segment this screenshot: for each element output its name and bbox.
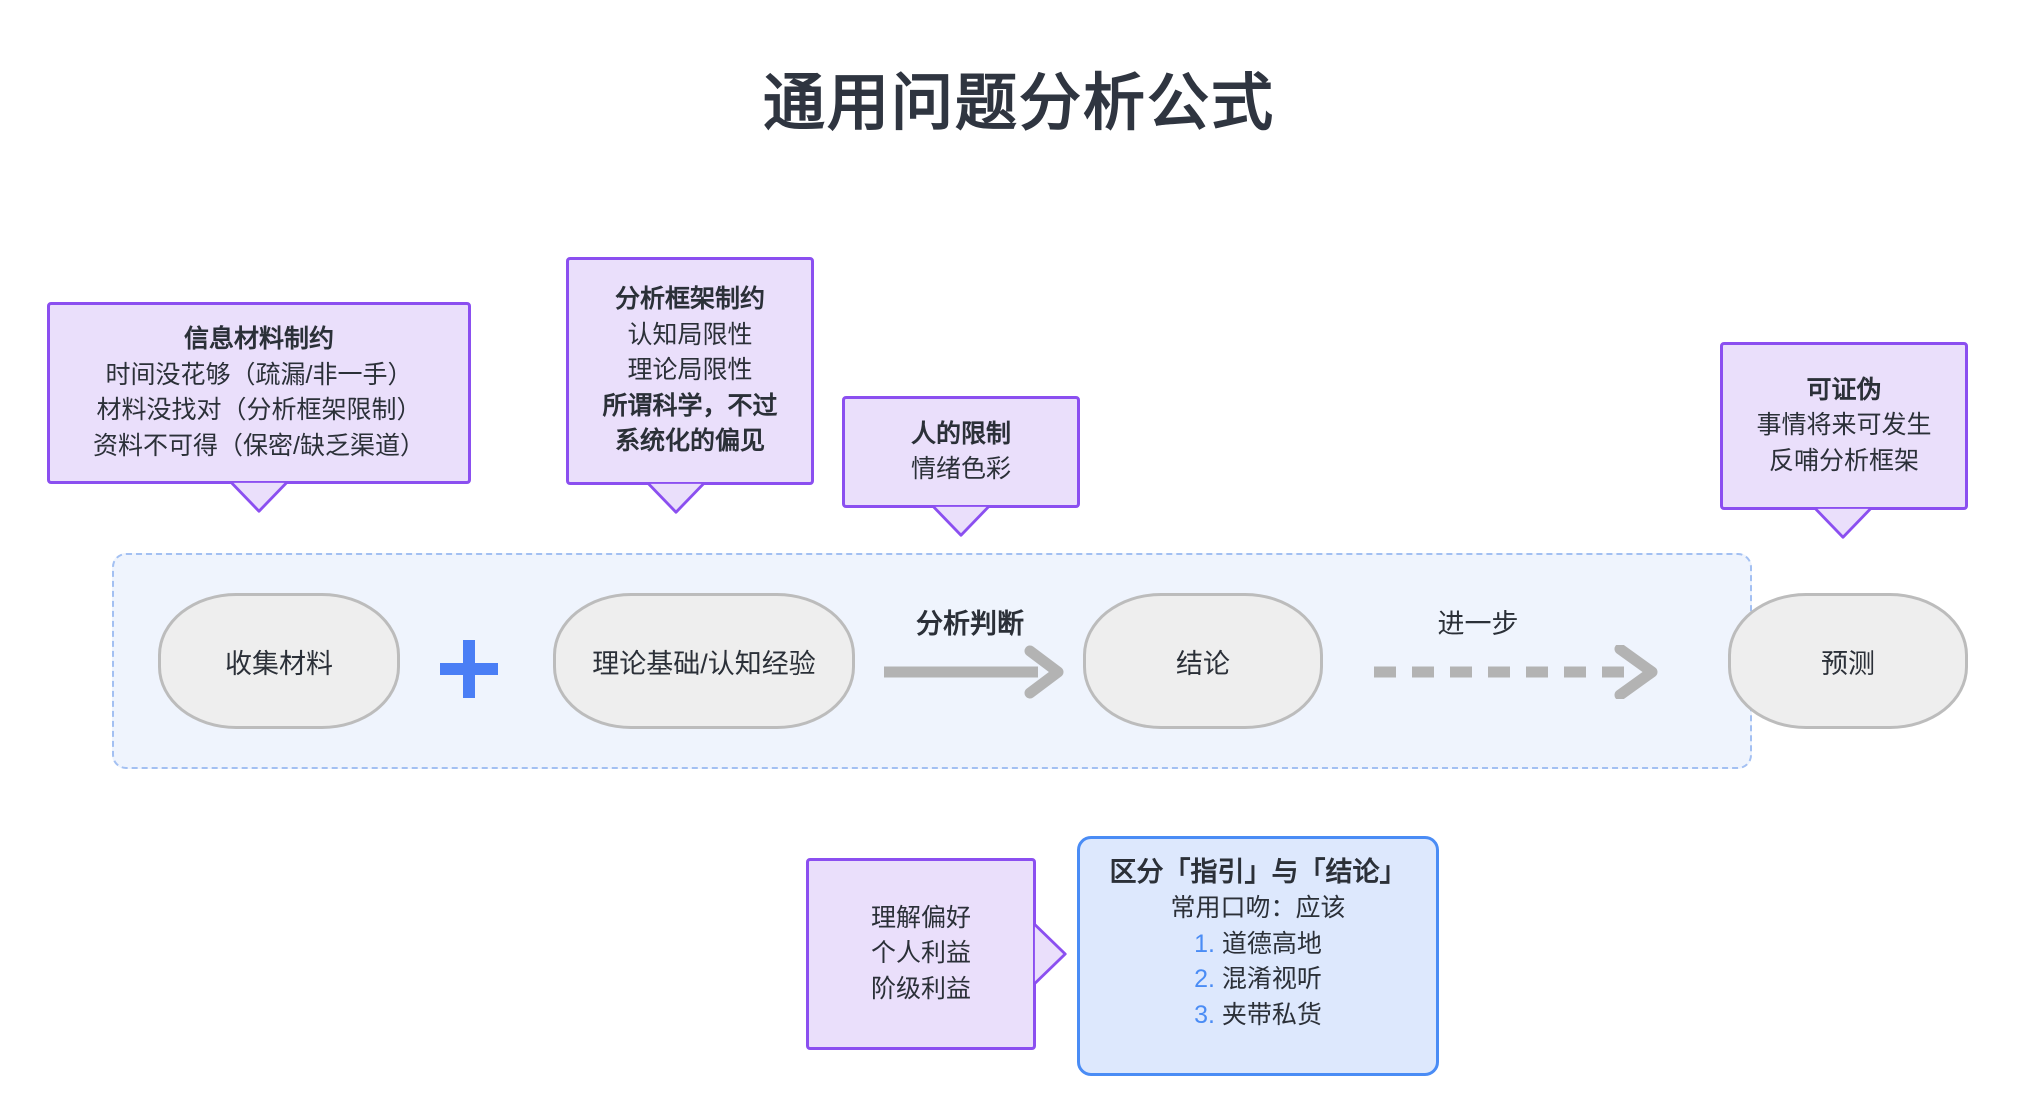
plus-vertical-bar [463, 640, 475, 698]
callout-falsifiable: 可证伪 事情将来可发生 反哺分析框架 [1720, 342, 1968, 510]
flow-node-collect-material[interactable]: 收集材料 [158, 593, 400, 729]
flow-node-conclusion[interactable]: 结论 [1083, 593, 1323, 729]
callout-info-material-constraint: 信息材料制约 时间没花够（疏漏/非一手） 材料没找对（分析框架限制） 资料不可得… [47, 302, 471, 484]
list-item-text: 夹带私货 [1221, 1000, 1322, 1029]
blue-box-list-item: 2. 混淆视听 [1090, 962, 1426, 998]
dashed-arrow-icon [1374, 645, 1658, 699]
blue-box-guideline-vs-conclusion: 区分「指引」与「结论」 常用口吻：应该 1. 道德高地 2. 混淆视听 3. 夹… [1077, 836, 1439, 1076]
blue-box-list-item: 3. 夹带私货 [1090, 998, 1426, 1034]
list-item-text: 道德高地 [1221, 929, 1322, 958]
callout-line: 人的限制 [910, 419, 1011, 448]
callout-line: 反哺分析框架 [1768, 446, 1919, 475]
callout-analysis-framework-constraint: 分析框架制约 认知局限性 理论局限性 所谓科学，不过 系统化的偏见 [566, 257, 814, 485]
callout-tail-down-icon [932, 505, 990, 537]
callout-line: 事情将来可发生 [1756, 411, 1932, 440]
callout-tail-down-icon [1814, 507, 1872, 539]
flow-node-theory-cognition[interactable]: 理论基础/认知经验 [553, 593, 855, 729]
callout-line: 时间没花够（疏漏/非一手） [105, 360, 413, 389]
callout-line: 信息材料制约 [183, 325, 334, 353]
callout-line: 分析框架制约 [614, 285, 765, 314]
callout-line: 情绪色彩 [910, 455, 1011, 483]
list-item-number: 2. [1194, 965, 1215, 994]
edge-label-analysis-judgement: 分析判断 [916, 609, 1024, 639]
callout-line: 阶级利益 [870, 974, 971, 1003]
list-item-text: 混淆视听 [1221, 965, 1322, 994]
callout-line: 材料没找对（分析框架限制） [96, 396, 422, 424]
list-item-number: 3. [1194, 1000, 1215, 1029]
callout-line: 资料不可得（保密/缺乏渠道） [93, 431, 425, 460]
flow-node-prediction[interactable]: 预测 [1728, 593, 1968, 729]
blue-box-subheading: 常用口吻：应该 [1170, 894, 1346, 923]
callout-human-limitation: 人的限制 情绪色彩 [842, 396, 1080, 508]
callout-line: 个人利益 [870, 939, 971, 968]
flow-node-label: 理论基础/认知经验 [592, 648, 816, 679]
callout-line: 理论局限性 [627, 356, 753, 385]
blue-box-heading: 区分「指引」与「结论」 [1109, 857, 1407, 887]
callout-tail-right-icon [1033, 923, 1067, 985]
flow-node-label: 收集材料 [225, 648, 333, 679]
callout-line: 认知局限性 [627, 320, 753, 349]
callout-bias-interests: 理解偏好 个人利益 阶级利益 [806, 858, 1036, 1050]
callout-line: 系统化的偏见 [614, 427, 765, 456]
flow-node-label: 结论 [1176, 648, 1230, 679]
page-title: 通用问题分析公式 [762, 69, 1275, 138]
flow-node-label: 预测 [1821, 648, 1875, 679]
plus-icon [440, 640, 498, 698]
blue-box-list-item: 1. 道德高地 [1090, 927, 1426, 963]
solid-arrow-icon [884, 645, 1064, 699]
callout-tail-down-icon [230, 481, 288, 513]
list-item-number: 1. [1194, 929, 1215, 958]
callout-line: 理解偏好 [870, 903, 971, 932]
callout-line: 所谓科学，不过 [602, 391, 778, 420]
edge-label-further-step: 进一步 [1437, 609, 1519, 639]
callout-tail-down-icon [647, 482, 705, 514]
callout-line: 可证伪 [1806, 375, 1882, 404]
